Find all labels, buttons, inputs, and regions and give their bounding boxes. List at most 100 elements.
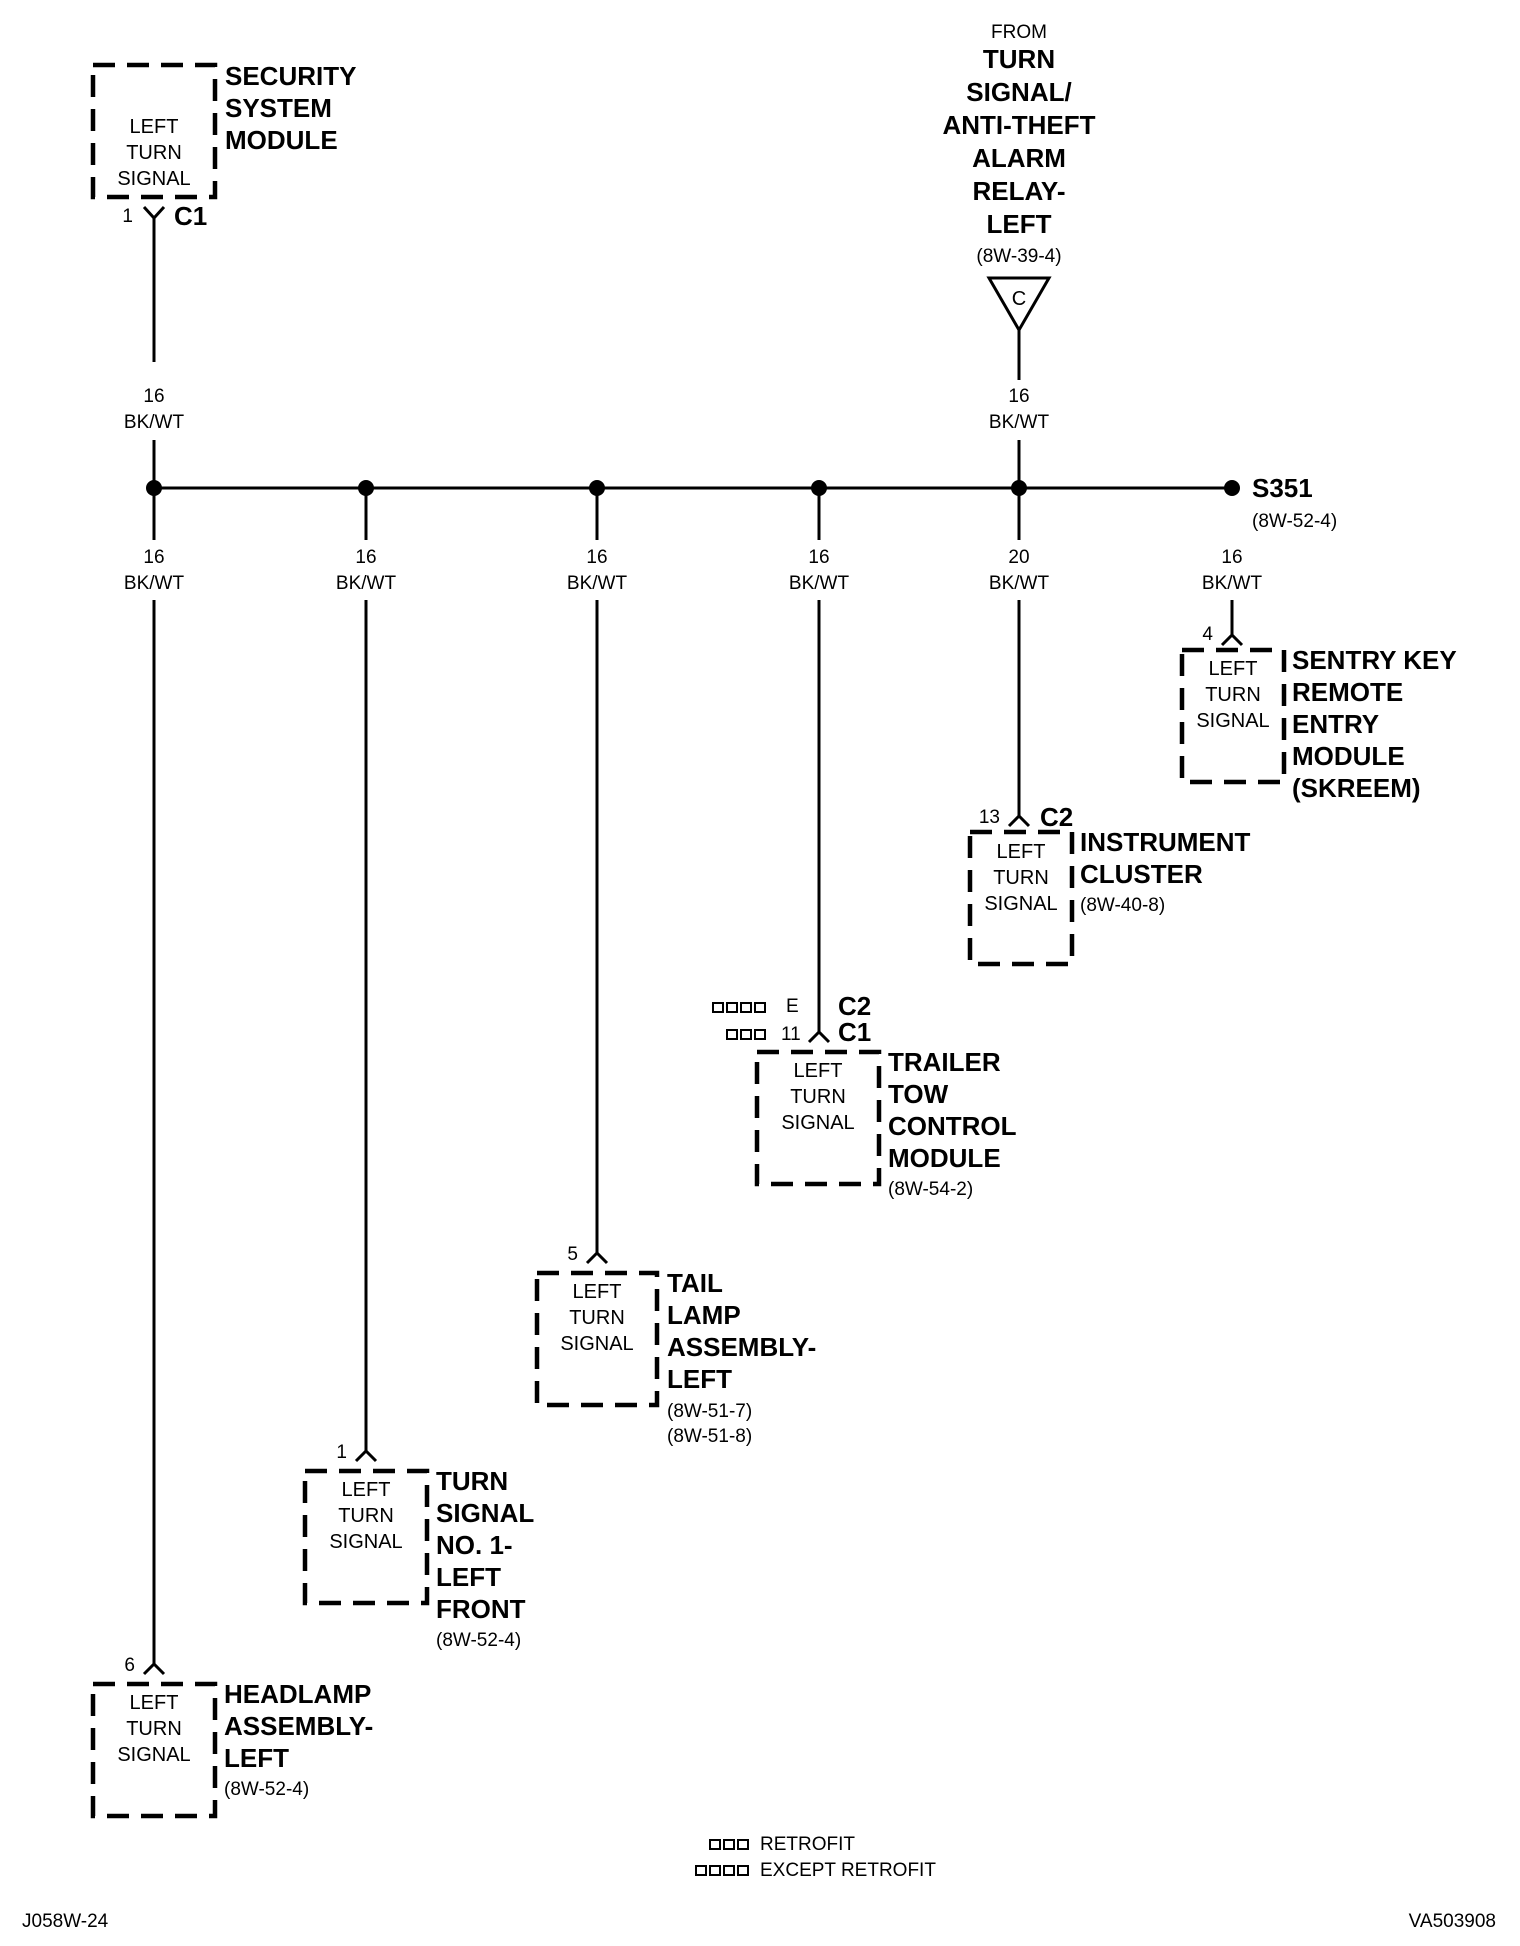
bus: S351 (8W-52-4) [146,473,1337,532]
tail-lamp-name-line-4: LEFT [667,1364,732,1394]
source-name-line-4: ALARM [972,143,1066,173]
legend-square [754,1029,766,1040]
turn-signal-inner-line-1: LEFT [342,1479,391,1501]
tail-lamp-inner-line-3: SIGNAL [560,1333,633,1355]
turn-signal-name-line-3: NO. 1- [436,1530,513,1560]
tail-lamp-name-line-2: LAMP [667,1300,741,1330]
security-connector-id: C1 [174,201,207,231]
cluster-connector-symbol [1007,813,1031,828]
trailer-connector-except: C2 [838,991,871,1021]
branch-gauge: 20 [1008,547,1029,568]
security-module-box [90,62,218,200]
turn-signal-connector-symbol [354,1448,378,1463]
tail-lamp-inner-line-2: TURN [569,1307,625,1329]
footer-right-code: VA503908 [1409,1911,1496,1932]
tail-lamp-name-line-1: TAIL [667,1268,723,1298]
trailer-box [754,1049,882,1187]
legend-square [726,1029,738,1040]
trailer-tow-module: E C2 11 C1 LEFT TURN SIGNAL TRAILER TOW … [712,600,1017,1200]
source-ref: (8W-39-4) [976,246,1061,267]
tail-lamp-ref-1: (8W-51-7) [667,1401,752,1422]
security-system-module: LEFT TURN SIGNAL SECURITY SYSTEM MODULE … [90,61,356,488]
security-inner-line-1: LEFT [130,116,179,138]
instrument-cluster: 13 C2 LEFT TURN SIGNAL INSTRUMENT CLUSTE… [967,600,1251,967]
legend-square [709,1865,721,1876]
headlamp-name-line-3: LEFT [224,1743,289,1773]
skreem-name-line-3: ENTRY [1292,709,1379,739]
legend-square [723,1839,735,1850]
legend-square [712,1002,724,1013]
branch-color: BK/WT [124,573,185,594]
branch-labels: 16 BK/WT 16 BK/WT 16 BK/WT 16 BK/WT 20 B… [124,488,1262,594]
security-wire-color: BK/WT [124,412,185,433]
legend-square [754,1002,766,1013]
skreem-inner-line-1: LEFT [1209,658,1258,680]
cluster-name-line-2: CLUSTER [1080,859,1203,889]
headlamp-assembly: 6 LEFT TURN SIGNAL HEADLAMP ASSEMBLY- LE… [90,600,373,1819]
tail-lamp-inner-line-1: LEFT [573,1281,622,1303]
source-name-line-3: ANTI-THEFT [942,110,1095,140]
splice-ref: (8W-52-4) [1252,511,1337,532]
headlamp-connector-symbol [142,1661,166,1676]
cluster-ref: (8W-40-8) [1080,895,1165,916]
splice-dot-s351 [1224,480,1240,496]
cluster-inner-line-2: TURN [993,867,1049,889]
skreem-name-line-2: REMOTE [1292,677,1403,707]
legend-except-retrofit: EXCEPT RETROFIT [760,1860,936,1881]
skreem-name-line-4: MODULE [1292,741,1405,771]
legend-square [709,1839,721,1850]
legend-square [695,1865,707,1876]
headlamp-name-line-1: HEADLAMP [224,1679,371,1709]
skreem-inner-line-3: SIGNAL [1196,710,1269,732]
trailer-ref: (8W-54-2) [888,1179,973,1200]
headlamp-pin: 6 [124,1655,135,1676]
turn-signal-pin: 1 [336,1442,347,1463]
trailer-pin-retrofit: 11 [781,1024,801,1045]
trailer-name-line-3: CONTROL [888,1111,1017,1141]
tail-lamp-assembly: 5 LEFT TURN SIGNAL TAIL LAMP ASSEMBLY- L… [534,600,816,1447]
branch-gauge: 16 [808,547,829,568]
tail-lamp-connector-symbol [585,1250,609,1265]
headlamp-name-line-2: ASSEMBLY- [224,1711,373,1741]
branch-gauge: 16 [1221,547,1242,568]
turn-signal-name-line-5: FRONT [436,1594,526,1624]
turn-signal-inner-line-3: SIGNAL [329,1531,402,1553]
legend-square [740,1029,752,1040]
cluster-inner-line-1: LEFT [997,841,1046,863]
headlamp-inner-line-3: SIGNAL [117,1744,190,1766]
trailer-inner-line-2: TURN [790,1086,846,1108]
legend: RETROFIT EXCEPT RETROFIT [695,1834,936,1881]
trailer-name-line-4: MODULE [888,1143,1001,1173]
legend-retrofit: RETROFIT [760,1834,855,1855]
cluster-box [967,829,1075,967]
tail-lamp-ref-2: (8W-51-8) [667,1426,752,1447]
tail-lamp-box [534,1270,660,1408]
source-name-line-5: RELAY- [973,176,1066,206]
legend-square [726,1002,738,1013]
cluster-inner-line-3: SIGNAL [984,893,1057,915]
branch-color: BK/WT [989,573,1050,594]
skreem-pin: 4 [1202,624,1213,645]
branch-gauge: 16 [355,547,376,568]
source-name-line-1: TURN [983,44,1055,74]
headlamp-box [90,1681,218,1819]
headlamp-inner-line-1: LEFT [130,1692,179,1714]
source-connector-triangle [986,276,1052,334]
branch-color: BK/WT [789,573,850,594]
security-inner-line-3: SIGNAL [117,168,190,190]
skreem-name-line-1: SENTRY KEY [1292,645,1457,675]
trailer-name-line-2: TOW [888,1079,949,1109]
branch-gauge: 16 [586,547,607,568]
turn-signal-name-line-1: TURN [436,1466,508,1496]
source-wire-gauge: 16 [1008,386,1029,407]
headlamp-ref: (8W-52-4) [224,1779,309,1800]
security-name-line-3: MODULE [225,125,338,155]
source-relay: FROM TURN SIGNAL/ ANTI-THEFT ALARM RELAY… [942,22,1096,488]
legend-square [737,1839,749,1850]
branch-color: BK/WT [336,573,397,594]
skreem-box [1179,647,1287,785]
security-connector-symbol [142,205,166,221]
skreem-inner-line-2: TURN [1205,684,1261,706]
trailer-name-line-1: TRAILER [888,1047,1001,1077]
security-inner-line-2: TURN [126,142,182,164]
